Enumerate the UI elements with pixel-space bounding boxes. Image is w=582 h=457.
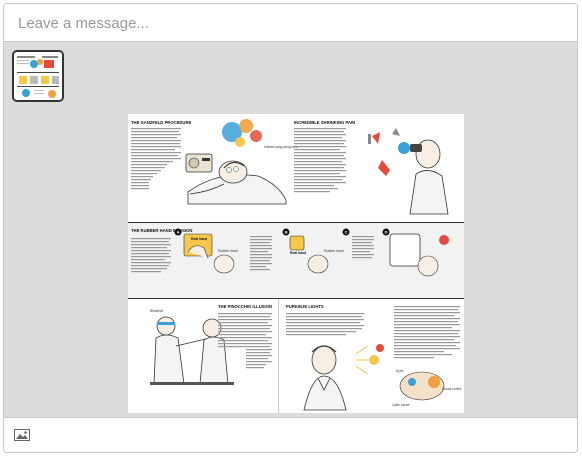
- label-visual-cortex: Visual cortex: [442, 387, 462, 391]
- step-a-label: A: [177, 230, 180, 235]
- label-optic-nerve: Optic nerve: [392, 403, 409, 407]
- label-pingpong-balls: Halved ping-pong balls: [264, 145, 299, 149]
- attachment-thumbnail[interactable]: [12, 50, 64, 102]
- composer-toolbar: [4, 417, 577, 452]
- label-rubber-hand-b: Rubber hand: [324, 249, 344, 253]
- message-box: [4, 4, 577, 42]
- step-d-label: D: [385, 230, 388, 235]
- attachment-preview-image: THE GANZFELD PROCEDURE: [128, 114, 464, 413]
- section-title-ganzfeld: THE GANZFELD PROCEDURE: [131, 120, 191, 125]
- label-eyes: Eyes: [396, 369, 404, 373]
- section-title-shrinking-pain: INCREDIBLE SHRINKING PAIN: [294, 120, 355, 125]
- step-c-label: C: [345, 230, 348, 235]
- label-blindfold: Blindfold: [150, 309, 163, 313]
- step-b-label: B: [285, 230, 288, 235]
- section-title-pinocchio: THE PINOCCHIO ILLUSION: [218, 304, 272, 309]
- section-title-rubber-hand: THE RUBBER HAND ILLUSION: [131, 228, 192, 233]
- message-composer: THE GANZFELD PROCEDURE: [3, 3, 578, 453]
- section-title-purkinje: PURKINJE LIGHTS: [286, 304, 324, 309]
- label-real-hand-b: Real hand: [290, 251, 306, 255]
- label-real-hand-a: Real hand: [191, 237, 207, 241]
- message-input[interactable]: [16, 4, 569, 42]
- image-icon[interactable]: [14, 429, 30, 441]
- label-rubber-hand-a: Rubber hand: [218, 249, 238, 253]
